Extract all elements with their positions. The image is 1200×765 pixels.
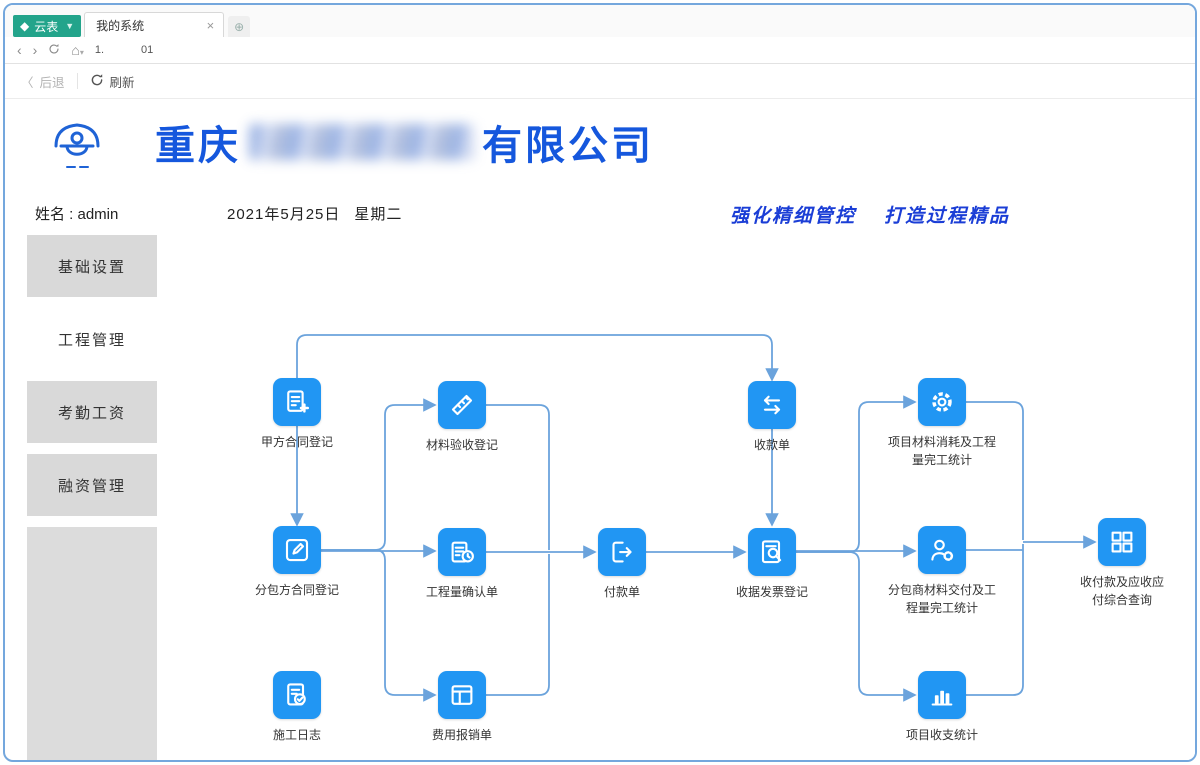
tools-icon — [438, 381, 486, 429]
browser-navbar: ‹ › ⌂▾ 1. 01 — [5, 37, 1195, 64]
flow-node-label: 项目材料消耗及工程量完工统计 — [887, 435, 996, 467]
tab-title: 我的系统 — [96, 18, 145, 33]
grid-icon — [1098, 518, 1146, 566]
flow-node-label: 费用报销单 — [431, 728, 493, 742]
refresh-button[interactable]: 刷新 — [90, 72, 135, 91]
flow-node-label: 收付款及应收应付综合查询 — [1079, 575, 1164, 607]
user-name: 姓名 : admin — [35, 206, 119, 223]
table-icon — [438, 671, 486, 719]
flow-node-cailiao[interactable]: 材料验收登记 — [426, 381, 498, 452]
tab-close-icon[interactable]: × — [206, 17, 215, 33]
flow-node-label: 收据发票登记 — [735, 585, 809, 599]
flow-node-shouju[interactable]: 收据发票登记 — [736, 528, 808, 599]
flow-node-shigong[interactable]: 施工日志 — [273, 671, 321, 742]
edit-icon — [273, 526, 321, 574]
flow-node-jiafang[interactable]: 甲方合同登记 — [261, 378, 333, 449]
sidebar-item-basic-settings[interactable]: 基础设置 — [27, 235, 157, 297]
flow-node-label: 项目收支统计 — [905, 728, 979, 742]
toolbar: 〈 后退 刷新 — [5, 64, 1195, 99]
flow-node-gcl[interactable]: 工程量确认单 — [426, 528, 498, 599]
tab-strip: ◆ 云表 ▼ 我的系统 × ⊕ — [5, 5, 1195, 37]
company-header: 重庆 有限公司 姓名 : admin 2021年5月25日星期二 强化精细管控打… — [5, 99, 1195, 235]
sidebar: 基础设置工程管理考勤工资融资管理 — [27, 235, 157, 760]
flow-connectors — [290, 334, 1097, 702]
header-meta-row: 姓名 : admin 2021年5月25日星期二 强化精细管控打造过程精品 — [5, 203, 1195, 227]
flow-node-xmcl[interactable]: 项目材料消耗及工程量完工统计 — [888, 378, 996, 467]
company-name-prefix: 重庆 — [155, 124, 241, 168]
back-icon[interactable]: ‹ — [17, 42, 22, 58]
doc-search-icon — [748, 528, 796, 576]
sidebar-filler — [27, 527, 157, 760]
sidebar-item-engineering-management[interactable]: 工程管理 — [27, 308, 157, 370]
doc-check-icon — [273, 671, 321, 719]
refresh-icon — [90, 73, 104, 90]
company-title: 重庆 有限公司 — [155, 113, 654, 171]
tab-my-system[interactable]: 我的系统 × — [84, 12, 225, 37]
export-icon — [598, 528, 646, 576]
app-body: 基础设置工程管理考勤工资融资管理 甲方合同登记 材料验收登记 收款单 项目材料消耗及工… — [5, 235, 1195, 760]
forward-icon[interactable]: › — [32, 42, 38, 58]
sidebar-item-attendance-wages[interactable]: 考勤工资 — [27, 381, 157, 443]
chart-icon — [918, 671, 966, 719]
reload-icon[interactable] — [48, 43, 60, 57]
brand-label: 云表 — [34, 19, 59, 34]
flow-node-label: 工程量确认单 — [425, 585, 499, 599]
flow-node-shoukuan[interactable]: 收款单 — [748, 381, 796, 452]
address-text[interactable]: 1. — [94, 44, 105, 56]
new-tab-button[interactable]: ⊕ — [228, 16, 251, 37]
back-button[interactable]: 〈 后退 — [21, 72, 65, 91]
app-window: ◆ 云表 ▼ 我的系统 × ⊕ ‹ › ⌂▾ 1. 01 〈 后退 — [3, 3, 1197, 762]
gear-icon — [918, 378, 966, 426]
company-name-suffix: 有限公司 — [482, 124, 654, 168]
flow-node-label: 材料验收登记 — [425, 438, 499, 452]
address-text-2: 01 — [141, 44, 154, 56]
home-icon[interactable]: ⌂▾ — [71, 42, 84, 58]
flow-node-zonghe[interactable]: 收付款及应收应付综合查询 — [1080, 518, 1164, 607]
doc-plus-icon — [273, 378, 321, 426]
flow-node-label: 甲方合同登记 — [260, 435, 334, 449]
flow-node-label: 分包商材料交付及工程量完工统计 — [887, 583, 996, 615]
person-gear-icon — [918, 526, 966, 574]
company-name-redacted — [249, 124, 474, 160]
clipboard-clock-icon — [438, 528, 486, 576]
flow-node-label: 分包方合同登记 — [254, 583, 340, 597]
back-arrow-icon: 〈 — [21, 75, 34, 90]
toolbar-divider — [76, 73, 78, 89]
company-slogan: 强化精细管控打造过程精品 — [729, 205, 1010, 227]
flow-node-label: 付款单 — [603, 585, 641, 599]
sidebar-item-financing-management[interactable]: 融资管理 — [27, 454, 157, 516]
flow-node-feiyong[interactable]: 费用报销单 — [432, 671, 492, 742]
company-logo — [47, 115, 107, 182]
flow-node-label: 施工日志 — [272, 728, 322, 742]
transfer-icon — [748, 381, 796, 429]
flow-canvas: 甲方合同登记 材料验收登记 收款单 项目材料消耗及工程量完工统计分包方合同登记 工程量确… — [157, 235, 1195, 760]
brand-caret-icon[interactable]: ▼ — [65, 21, 75, 31]
flow-node-shouzhi[interactable]: 项目收支统计 — [906, 671, 978, 742]
brand-button[interactable]: ◆ 云表 ▼ — [13, 15, 82, 37]
brand-logo-icon: ◆ — [20, 19, 30, 33]
flow-node-fenbaofang[interactable]: 分包方合同登记 — [255, 526, 339, 597]
flow-node-fukuan[interactable]: 付款单 — [598, 528, 646, 599]
new-tab-icon: ⊕ — [234, 19, 245, 34]
date-text: 2021年5月25日星期二 — [227, 206, 403, 223]
flow-node-fbs[interactable]: 分包商材料交付及工程量完工统计 — [888, 526, 996, 615]
flow-node-label: 收款单 — [753, 438, 791, 452]
